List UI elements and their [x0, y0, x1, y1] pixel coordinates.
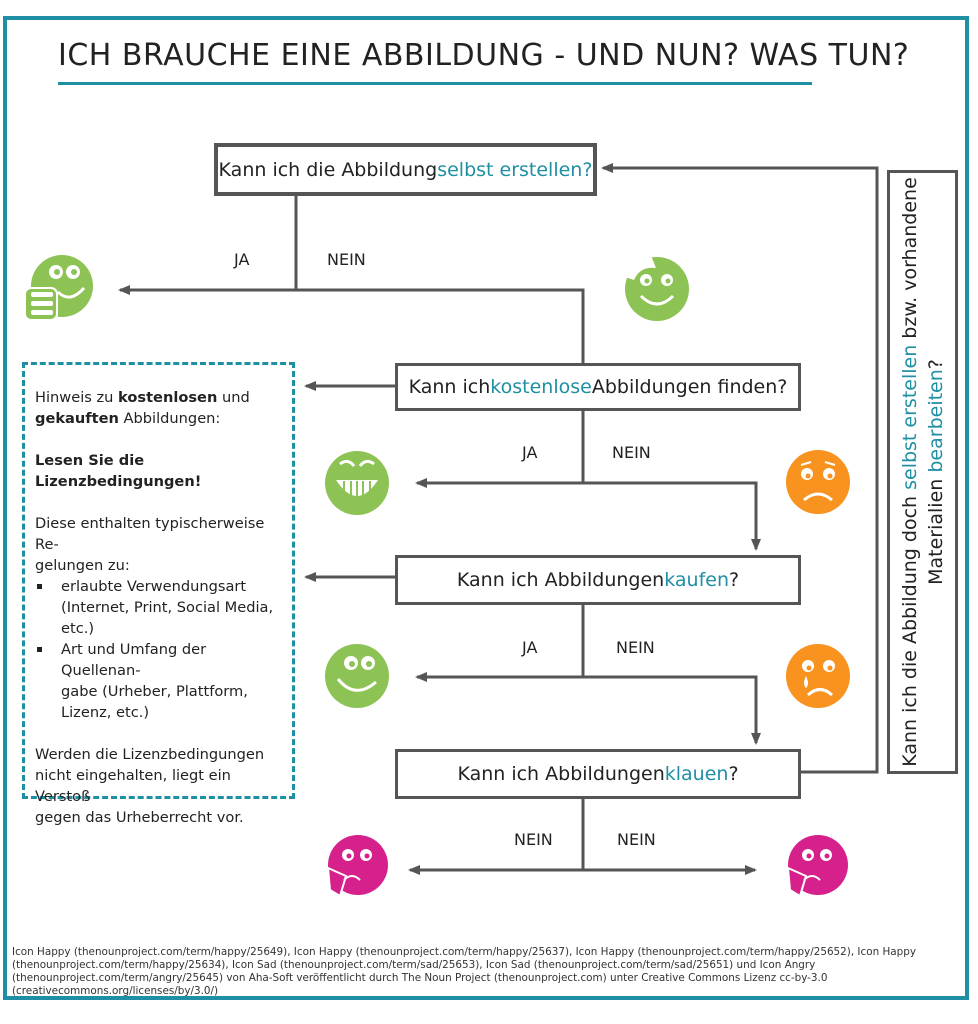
question-text: ? [728, 763, 739, 785]
happy-icon [325, 644, 389, 708]
question-buy-images: Kann ich Abbildungen kaufen? [395, 555, 801, 605]
side-question-box: Kann ich die Abbildung doch selbst erste… [887, 170, 958, 774]
branch-label-nein: NEIN [514, 830, 553, 849]
hint-text: gegen das Urheberrecht vor. [35, 809, 244, 826]
question-highlight: kostenlose [490, 376, 592, 398]
branch-label-ja: JA [522, 443, 538, 462]
title-underline [58, 82, 812, 85]
branch-label-nein: NEIN [327, 250, 366, 269]
question-steal-images: Kann ich Abbildungen klauen? [395, 749, 801, 799]
side-question-text: Kann ich die Abbildung doch selbst erste… [898, 177, 947, 767]
question-text: Abbildungen finden? [591, 376, 788, 398]
question-highlight: klauen [664, 763, 729, 785]
branch-label-ja: JA [522, 638, 538, 657]
question-free-images: Kann ich kostenlose Abbildungen finden? [395, 363, 801, 411]
hint-text: nicht eingehalten, liegt ein Verstoß [35, 767, 231, 805]
question-text: ? [729, 569, 740, 591]
angry-icon [326, 835, 388, 898]
question-text: Kann ich die Abbildung [218, 158, 438, 181]
hint-text: Abbildungen: [118, 410, 221, 427]
icon-credits: Icon Happy (thenounproject.com/term/happ… [12, 946, 916, 997]
big-grin-icon [325, 451, 389, 515]
hint-text: und [217, 389, 250, 406]
hint-warning: Lesen Sie die [35, 452, 145, 469]
question-text: Kann ich Abbildungen [457, 763, 665, 785]
hint-text: Diese enthalten typischerweise Re- [35, 515, 265, 553]
branch-label-nein: NEIN [616, 638, 655, 657]
question-highlight: selbst erstellen? [437, 158, 593, 181]
hint-bold: kostenlosen [118, 389, 218, 406]
hint-list: erlaubte Verwendungsart(Internet, Print,… [35, 576, 282, 723]
hint-text: Werden die Lizenzbedingungen [35, 746, 265, 763]
branch-label-ja: JA [234, 250, 250, 269]
question-text: Kann ich [408, 376, 491, 398]
hint-text: Hinweis zu [35, 389, 119, 406]
sad-icon [786, 450, 850, 514]
question-highlight: kaufen [664, 569, 729, 591]
page-title: ICH BRAUCHE EINE ABBILDUNG - UND NUN? WA… [58, 38, 910, 73]
hint-text: gelungen zu: [35, 557, 130, 574]
scratching-head-icon [622, 257, 689, 321]
hint-bold: gekauften [35, 410, 119, 427]
branch-label-nein: NEIN [617, 830, 656, 849]
hint-list-item: erlaubte Verwendungsart(Internet, Print,… [37, 576, 282, 639]
branch-label-nein: NEIN [612, 443, 651, 462]
crying-icon [786, 644, 850, 708]
hint-list-item: Art und Umfang der Quellenan-gabe (Urheb… [37, 639, 282, 723]
angry-icon [786, 835, 848, 898]
license-hint-box: Hinweis zu kostenlosen und gekauften Abb… [22, 362, 295, 826]
question-create-own: Kann ich die Abbildung selbst erstellen? [214, 143, 597, 196]
hint-warning: Lizenzbedingungen! [35, 473, 202, 490]
question-text: Kann ich Abbildungen [456, 569, 665, 591]
thumbs-up-happy-icon [24, 255, 93, 321]
